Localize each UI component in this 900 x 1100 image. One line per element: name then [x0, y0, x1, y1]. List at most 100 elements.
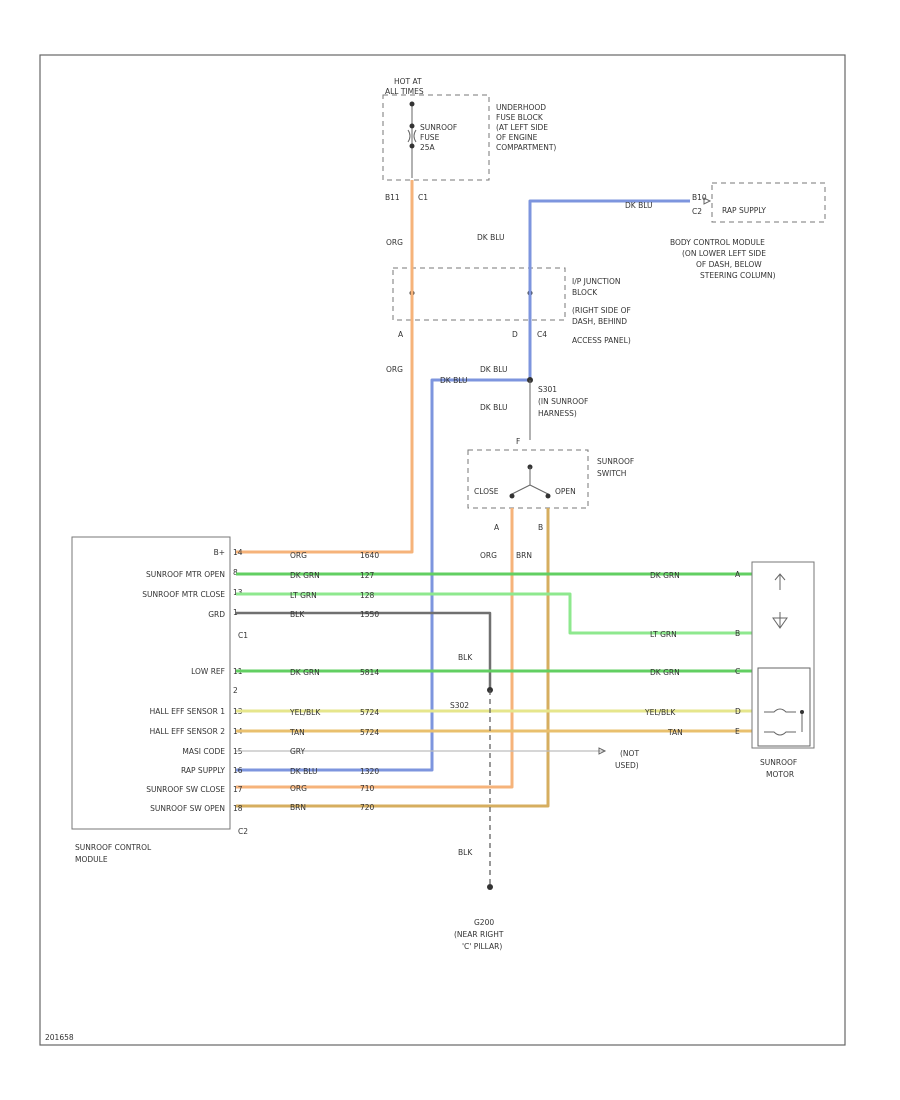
module-pin-9: 16 — [233, 766, 243, 775]
hot-when-label: ALL TIMES — [385, 87, 424, 96]
module-label-mtr-close: SUNROOF MTR CLOSE — [142, 590, 225, 599]
wire-org-bplus — [236, 180, 414, 554]
bcm-signal: RAP SUPPLY — [722, 206, 766, 215]
fuse-pin-left: B11 — [385, 193, 400, 202]
wire-label-mtr-open: DK GRN — [290, 571, 320, 580]
wire-label-mtr-close: LT GRN — [290, 591, 317, 600]
module-name-1: MODULE — [75, 855, 108, 864]
ip-desc-1: BLOCK — [572, 288, 598, 297]
wire-org-label-1: ORG — [386, 238, 403, 247]
bcm-desc-1: (ON LOWER LEFT SIDE — [682, 249, 766, 258]
circuit-label-mtr-open: 127 — [360, 571, 375, 580]
circuit-label-bplus: 1640 — [360, 551, 379, 560]
circuit-label-hall-2: 5724 — [360, 728, 379, 737]
motor-icon — [772, 573, 788, 629]
motor-pin-d: D — [735, 707, 741, 716]
motor-name-1: MOTOR — [766, 770, 794, 779]
motor-pin-e: E — [735, 727, 740, 736]
motor-wire-ltgrn: LT GRN — [650, 630, 677, 639]
ip-pin-a: A — [398, 330, 404, 339]
module-label-hall-1: HALL EFF SENSOR 1 — [150, 707, 226, 716]
module-name-0: SUNROOF CONTROL — [75, 843, 152, 852]
motor-pin-a: A — [735, 570, 741, 579]
ip-desc-0: I/P JUNCTION — [572, 277, 621, 286]
ip-connector: C4 — [537, 330, 547, 339]
s301-id: S301 — [538, 385, 557, 394]
module-connector-c2: C2 — [238, 827, 248, 836]
wire-label-bplus: ORG — [290, 551, 307, 560]
switch-contact-icon — [511, 484, 549, 495]
hall-sensor-icon — [764, 708, 803, 736]
bcm-pin: B10 — [692, 193, 707, 202]
fuse-name-2: FUSE — [420, 133, 440, 142]
circuit-label-hall-1: 5724 — [360, 708, 379, 717]
bcm-connector: C2 — [692, 207, 702, 216]
bcm-desc-2: OF DASH, BELOW — [696, 260, 762, 269]
circuit-label-mtr-close: 128 — [360, 591, 375, 600]
ip-desc-2: (RIGHT SIDE OF — [572, 306, 631, 315]
switch-wire-a: ORG — [480, 551, 497, 560]
module-pin-5: 2 — [233, 686, 238, 695]
wire-org-label-2: ORG — [386, 365, 403, 374]
fuse-block-desc-3: OF ENGINE — [496, 133, 538, 142]
wire-dkblu-label-2: DK BLU — [477, 233, 505, 242]
ip-desc-4: ACCESS PANEL) — [572, 336, 631, 345]
ground-wire-1: BLK — [458, 653, 473, 662]
module-label-hall-2: HALL EFF SENSOR 2 — [150, 727, 226, 736]
fuse-amp: 25A — [420, 143, 436, 152]
module-pin-3: 1 — [233, 608, 238, 617]
not-used-label-1: USED) — [615, 761, 639, 770]
not-used-label-0: (NOT — [620, 749, 639, 758]
wire-dkblu-label-1: DK BLU — [625, 201, 653, 210]
body-control-module: B10 C2 RAP SUPPLY BODY CONTROL MODULE (O… — [670, 182, 826, 280]
switch-pin-b: B — [538, 523, 543, 532]
bcm-desc-3: STEERING COLUMN) — [700, 271, 776, 280]
circuit-label-low-ref: 5814 — [360, 668, 379, 677]
module-label-sw-close: SUNROOF SW CLOSE — [146, 785, 225, 794]
module-pin-1: 8 — [233, 568, 238, 577]
motor-wire-yel: YEL/BLK — [644, 708, 676, 717]
wire-label-sw-close: ORG — [290, 784, 307, 793]
wire-label-sw-open: BRN — [290, 803, 306, 812]
module-label-mtr-open: SUNROOF MTR OPEN — [146, 570, 225, 579]
fuse-block-desc-1: FUSE BLOCK — [496, 113, 544, 122]
switch-pin-a: A — [494, 523, 500, 532]
module-label-masi: MASI CODE — [182, 747, 225, 756]
ground-desc-1: 'C' PILLAR) — [462, 942, 502, 951]
fuse-name: SUNROOF — [420, 123, 457, 132]
module-pin-10: 17 — [233, 785, 243, 794]
wire-label-masi: GRY — [290, 747, 306, 756]
switch-open-label: OPEN — [555, 487, 576, 496]
wire-label-low-ref: DK GRN — [290, 668, 320, 677]
underhood-fuse-block: HOT AT ALL TIMES SUNROOF FUSE 25A UNDERH… — [382, 77, 556, 202]
wire-label-hall-1: YEL/BLK — [289, 708, 321, 717]
wire-org-switch-close — [236, 508, 514, 789]
wire-label-rap: DK BLU — [290, 767, 318, 776]
motor-wire-dkgrn-2: DK GRN — [650, 668, 680, 677]
circuit-label-rap: 1320 — [360, 767, 379, 776]
wire-label-grd: BLK — [290, 610, 305, 619]
wire-dkblu-label-3: DK BLU — [480, 365, 508, 374]
motor-name-0: SUNROOF — [760, 758, 797, 767]
ground-circuit: BLK S302 BLK G200 (NEAR RIGHT 'C' PILLAR… — [450, 653, 504, 951]
wire-dkblu-label-4: DK BLU — [440, 376, 468, 385]
module-label-low-ref: LOW REF — [191, 667, 225, 676]
switch-desc-1: SWITCH — [597, 469, 626, 478]
switch-desc-0: SUNROOF — [597, 457, 634, 466]
fuse-block-desc-4: COMPARTMENT) — [496, 143, 556, 152]
s301-desc: (IN SUNROOF — [538, 397, 588, 406]
diagram-frame — [39, 54, 846, 1046]
wire-dkblu-label-5: DK BLU — [480, 403, 508, 412]
switch-close-label: CLOSE — [474, 487, 499, 496]
module-label-bplus: B+ — [214, 548, 225, 557]
motor-pin-c: C — [735, 667, 740, 676]
ground-splice: S302 — [450, 701, 469, 710]
wire-blk-ground — [236, 611, 492, 690]
fuse-icon — [407, 129, 417, 143]
module-pin-0: 14 — [233, 548, 243, 557]
fuse-block-desc-2: (AT LEFT SIDE — [496, 123, 548, 132]
fuse-block-desc-0: UNDERHOOD — [496, 103, 546, 112]
motor-wire-dkgrn-1: DK GRN — [650, 571, 680, 580]
wire-dkblu-bcm — [236, 199, 690, 772]
